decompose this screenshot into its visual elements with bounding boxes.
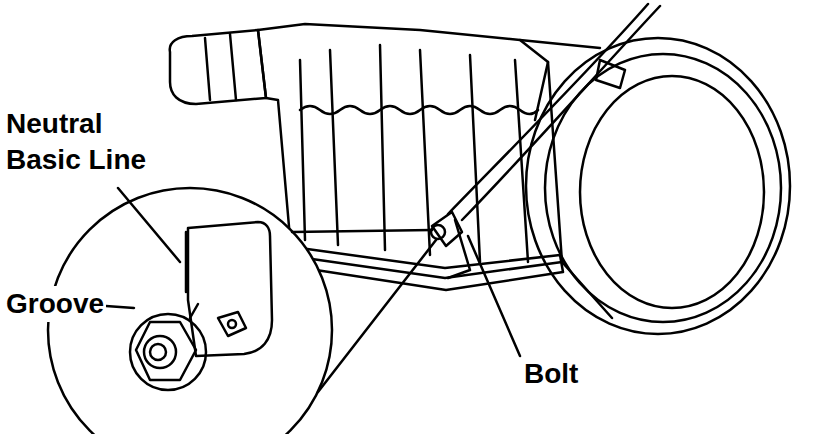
plate-bolt-head	[228, 320, 236, 328]
transmission-case	[258, 24, 562, 278]
leader-line	[118, 188, 180, 262]
neutral-basic-line-mark	[185, 232, 188, 292]
oil-pan	[300, 248, 563, 290]
lever-plate	[188, 222, 272, 356]
bell-housing	[526, 38, 790, 334]
case-bumps	[300, 106, 538, 114]
callout-label: Groove	[4, 286, 106, 322]
callout-label-multiline: Neutral Basic Line	[4, 106, 158, 179]
shaft-collar	[130, 314, 206, 390]
control-cable	[448, 4, 648, 214]
shaft-nut-hex	[136, 322, 196, 380]
shaft-end-inner	[150, 344, 166, 360]
shaft-end	[144, 336, 176, 368]
detail-pointer	[292, 230, 436, 392]
shaft-groove	[190, 304, 198, 318]
shaft-nut	[431, 225, 445, 239]
cable-bracket	[596, 60, 625, 88]
linkage-rod	[448, 220, 470, 278]
callout-label: Bolt	[522, 356, 580, 392]
control-cable	[462, 6, 660, 220]
leader-line	[106, 306, 134, 308]
bell-opening	[580, 76, 764, 308]
extension-rib	[205, 34, 236, 100]
plate-bolt	[218, 312, 246, 336]
extension-housing	[170, 30, 266, 104]
leader-line	[468, 236, 520, 356]
